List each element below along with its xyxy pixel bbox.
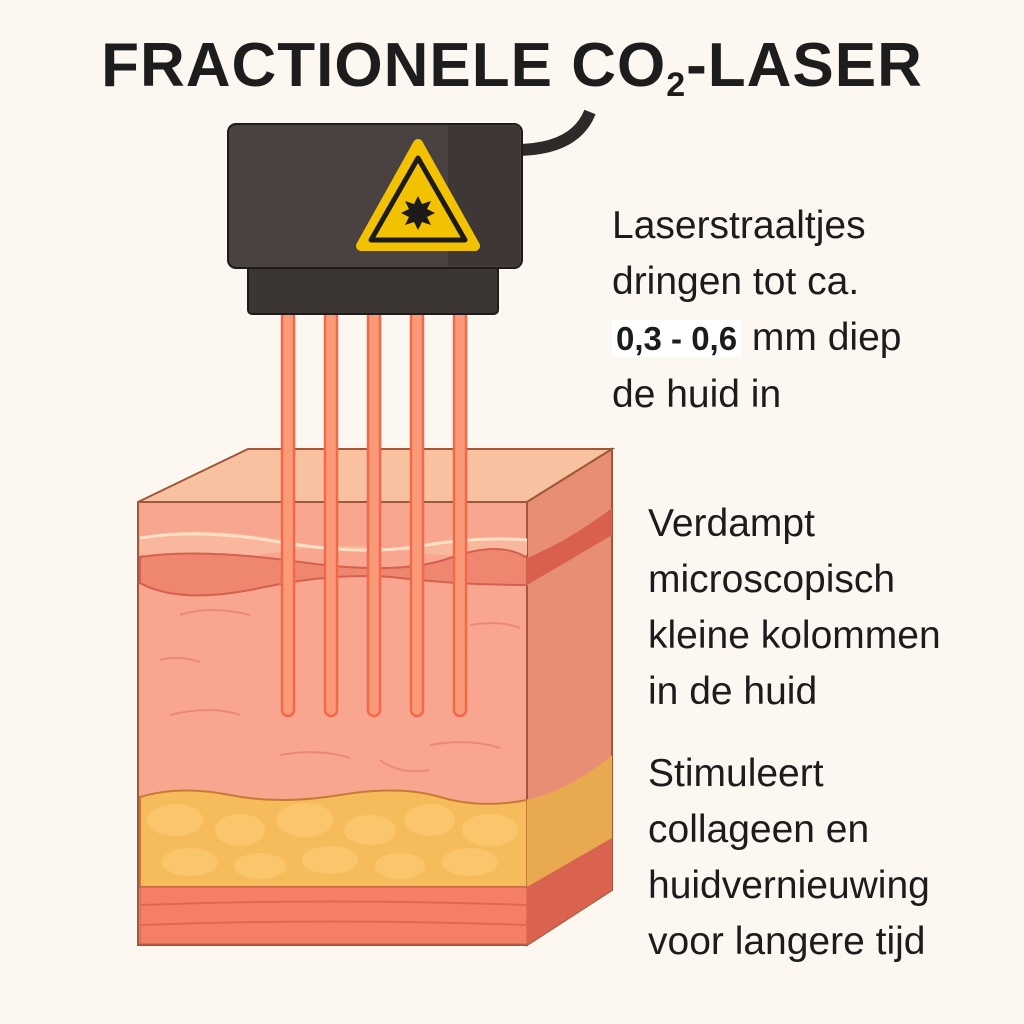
caption-line: dringen tot ca. xyxy=(612,260,860,303)
laser-beams xyxy=(280,298,468,718)
caption-line: in de huid xyxy=(648,670,818,713)
vaporize-caption: Verdampt microscopisch kleine kolommen i… xyxy=(648,496,941,720)
depth-caption: Laserstraaltjes dringen tot ca. 0,3 - 0,… xyxy=(612,198,901,423)
caption-line: Stimuleert xyxy=(648,752,824,795)
caption-line: de huid in xyxy=(612,373,782,416)
handpiece-nozzle xyxy=(247,261,499,315)
laser-warning-icon xyxy=(356,139,480,251)
caption-line: Laserstraaltjes xyxy=(612,204,866,247)
muscle-layer xyxy=(139,886,528,945)
title-text: FRACTIONELE CO xyxy=(101,31,667,100)
laser-beam xyxy=(409,298,425,718)
diagram-title: FRACTIONELE CO2-LASER xyxy=(0,30,1024,105)
laser-beam xyxy=(452,298,468,718)
caption-line: Verdampt xyxy=(648,502,815,545)
title-suffix: -LASER xyxy=(686,31,923,100)
device-cable xyxy=(514,109,596,156)
caption-line: microscopisch xyxy=(648,558,896,601)
laser-beam xyxy=(280,298,296,718)
caption-line: huidvernieuwing xyxy=(648,864,930,907)
laser-handpiece xyxy=(227,123,523,315)
depth-value: 0,3 - 0,6 xyxy=(612,320,742,357)
stimulate-caption: Stimuleert collageen en huidvernieuwing … xyxy=(648,746,930,970)
caption-line: 0,3 - 0,6 mm diep xyxy=(612,310,901,367)
caption-line: kleine kolommen xyxy=(648,614,941,657)
laser-beam xyxy=(323,298,339,718)
caption-line: voor langere tijd xyxy=(648,920,926,963)
title-subscript: 2 xyxy=(666,66,687,104)
depth-unit: mm diep xyxy=(751,316,902,359)
laser-beam xyxy=(366,298,382,718)
caption-line: collageen en xyxy=(648,808,870,851)
